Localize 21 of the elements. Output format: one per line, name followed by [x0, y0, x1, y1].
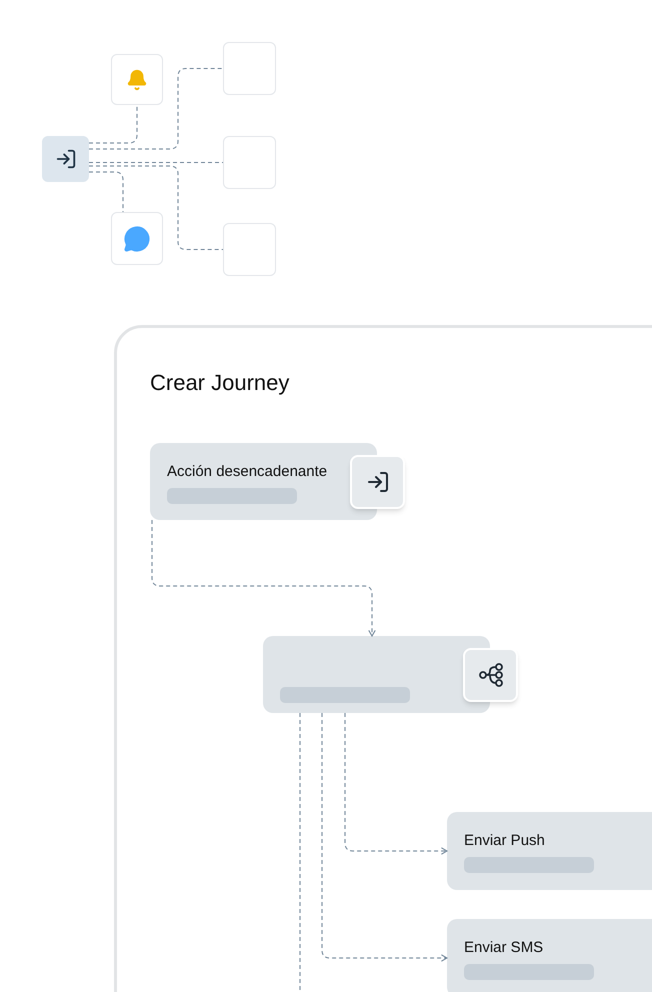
channel-tile	[111, 212, 163, 265]
step-card	[447, 812, 652, 890]
connector	[344, 712, 448, 855]
step-title: Enviar SMS	[464, 938, 544, 958]
connector	[88, 104, 138, 144]
connector	[88, 166, 224, 250]
step-title: Enviar Push	[464, 831, 546, 851]
connector	[88, 68, 224, 150]
channel-tile	[223, 42, 276, 95]
journey-panel	[114, 325, 652, 992]
step-title: Acción desencadenante	[167, 462, 328, 482]
trigger-tile	[42, 136, 89, 182]
connector	[88, 162, 224, 163]
connector	[322, 712, 448, 962]
connector	[152, 520, 376, 637]
panel-title: Crear Journey	[150, 369, 290, 397]
channel-tile	[223, 223, 276, 276]
connector	[88, 172, 124, 212]
channel-tile	[111, 54, 163, 105]
channel-tile	[223, 136, 276, 189]
step-card	[447, 919, 652, 992]
